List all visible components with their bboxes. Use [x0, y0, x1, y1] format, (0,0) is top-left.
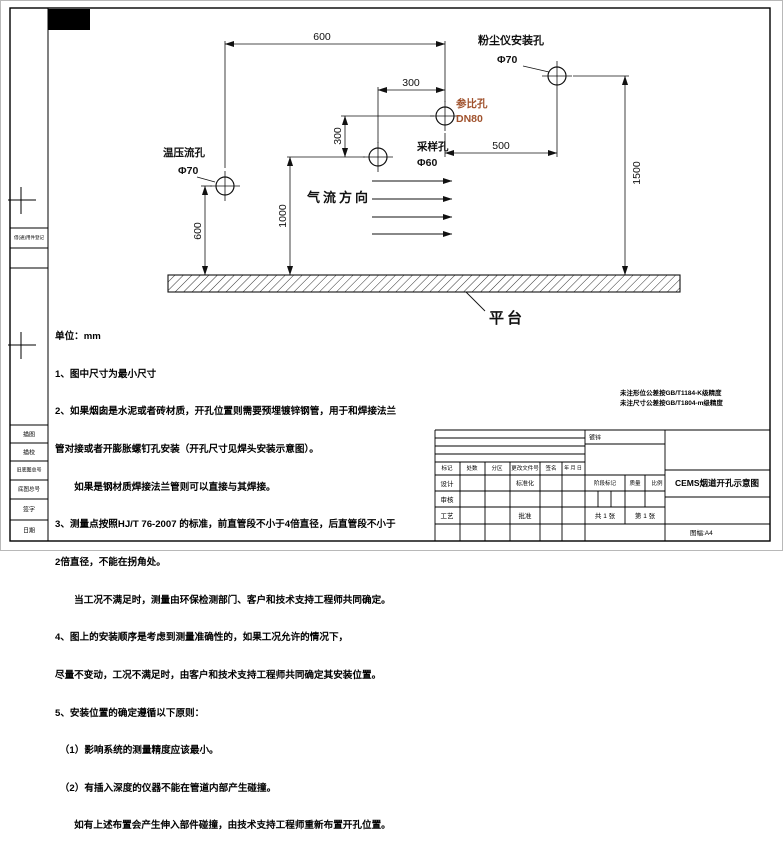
- tolerance-notes: 未注形位公差按GB/T1184-K级精度 未注尺寸公差按GB/T1804-m级精…: [620, 389, 723, 409]
- note-line: 1、图中尺寸为最小尺寸: [55, 368, 157, 380]
- tb-stage-label: 阶段标记: [593, 481, 617, 487]
- tolerance-note-line: 未注形位公差按GB/T1184-K级精度: [620, 390, 722, 397]
- note-line: 2、如果烟囱是水泥或者砖材质，开孔位置则需要预埋镀锌钢管，用于和焊接法兰: [55, 406, 397, 418]
- hole-labels: 粉尘仪安装孔 Φ70 参比孔 DN80 采样孔 Φ60 温压流孔 Φ70: [163, 33, 550, 183]
- note-line: 5、安装位置的确定遵循以下原则：: [55, 707, 205, 719]
- tolerance-note-line: 未注尺寸公差按GB/T1804-m级精度: [620, 400, 723, 407]
- note-line: 4、图上的安装顺序是考虑到测量准确性的，如果工况允许的情况下，: [55, 632, 349, 644]
- installation-notes: 单位：mm 1、图中尺寸为最小尺寸 2、如果烟囱是水泥或者砖材质，开孔位置则需要…: [55, 306, 396, 846]
- tb-header-sign: 签名: [545, 466, 557, 472]
- hole-reference: [430, 101, 460, 131]
- hole-sampling: [363, 142, 393, 172]
- note-line: 如果是钢材质焊接法兰管则可以直接与其焊接。: [55, 481, 276, 493]
- ref-hole-label: 参比孔: [456, 97, 488, 110]
- tb-header-mark: 标记: [441, 466, 453, 472]
- dim-500: 500: [492, 140, 510, 152]
- tb-weight-label: 质量: [629, 481, 641, 487]
- dust-hole-size: Φ70: [497, 54, 517, 66]
- airflow-label: 气流方向: [307, 190, 371, 205]
- tb-header-zone: 分区: [491, 466, 503, 472]
- note-line: （2）有插入深度的仪器不能在管道内部产生碰撞。: [55, 782, 277, 794]
- tb-standard-label: 标准化: [515, 481, 535, 488]
- tb-sheet-page: 第 1 张: [634, 513, 656, 520]
- temp-leader-line: [196, 176, 216, 183]
- margin-old-base-label: 旧底图总号: [16, 467, 42, 474]
- note-line: 尽量不变动，工况不满足时，由客户和技术支持工程师共同确定其安装位置。: [55, 669, 382, 681]
- note-line: 当工况不满足时，测量由环保检测部门、客户和技术支持工程师共同确定。: [55, 594, 391, 606]
- note-line: 如有上述布置会产生伸入部件碰撞，由技术支持工程师重新布置开孔位置。: [55, 820, 391, 832]
- dim-1000: 1000: [277, 204, 289, 228]
- dimensions: 600 300 300 500 1000 600 1500: [192, 31, 643, 276]
- note-line: （1）影响系统的测量精度应该最小。: [55, 745, 219, 757]
- tb-header-count: 处数: [466, 466, 478, 472]
- temp-hole-label: 温压流孔: [163, 146, 205, 159]
- dim-300-horizontal: 300: [402, 77, 420, 89]
- note-line: 2倍直径，不能在拐角处。: [55, 556, 166, 568]
- dust-hole-label: 粉尘仪安装孔: [478, 33, 544, 47]
- drawing-title: CEMS烟道开孔示意图: [674, 478, 760, 488]
- dim-600-top: 600: [313, 31, 331, 43]
- dim-1500: 1500: [631, 161, 643, 185]
- sample-hole-size: Φ60: [417, 157, 437, 169]
- holes: [210, 61, 572, 201]
- note-line: 3、测量点按照HJ/T 76-2007 的标准，前直管段不小于4倍直径，后直管段…: [55, 519, 396, 531]
- margin-cell-lines: [10, 227, 48, 521]
- sample-hole-label: 采样孔: [416, 140, 449, 153]
- binding-mark: [48, 9, 90, 30]
- platform: 平台: [167, 274, 681, 327]
- margin-sign-label: 签字: [22, 507, 36, 514]
- margin-base-no-label: 底图总号: [17, 487, 41, 493]
- tb-check-label: 审核: [440, 497, 454, 504]
- dust-leader-line: [522, 65, 550, 73]
- title-block-grid: [434, 429, 770, 541]
- margin-trace-label: 描图: [22, 432, 36, 439]
- note-line: 单位：mm: [55, 331, 101, 343]
- sheet-frame: [9, 7, 771, 542]
- margin-date-label: 日期: [22, 528, 36, 535]
- dim-300-vertical: 300: [332, 127, 344, 145]
- temp-hole-size: Φ70: [178, 165, 198, 177]
- tb-material: 镀锌: [589, 435, 602, 442]
- hole-temp-pressure-flow: [210, 171, 240, 201]
- tb-scale-label: 比例: [651, 481, 663, 487]
- platform-label: 平台: [489, 309, 525, 327]
- centering-marks: [8, 187, 36, 359]
- engineering-drawing-canvas: 平台 粉尘仪安装孔 Φ70 参比孔 DN80 采样孔 Φ60 温压流孔 Φ70: [8, 7, 771, 542]
- tb-header-doc: 更改文件号: [511, 466, 539, 472]
- tb-header-date: 年 月 日: [564, 465, 582, 472]
- ref-hole-size: DN80: [456, 113, 483, 125]
- margin-trace-check-label: 描校: [22, 450, 36, 457]
- airflow-arrows: [372, 177, 453, 238]
- tb-approve-label: 批准: [518, 513, 532, 520]
- tb-craft-label: 工艺: [440, 513, 454, 520]
- note-line: 管对接或者开膨胀螺钉孔安装（开孔尺寸见焊头安装示意图）。: [55, 444, 319, 456]
- hole-dust-meter: [542, 61, 572, 91]
- tb-sheet-total: 共 1 张: [594, 513, 616, 520]
- tb-design-label: 设计: [440, 481, 454, 488]
- airflow: 气流方向: [307, 177, 453, 238]
- tb-format: 图幅:A4: [690, 530, 713, 537]
- margin-borrow-label: 借(通)用件登记: [14, 235, 44, 240]
- dim-600-vertical: 600: [192, 222, 204, 240]
